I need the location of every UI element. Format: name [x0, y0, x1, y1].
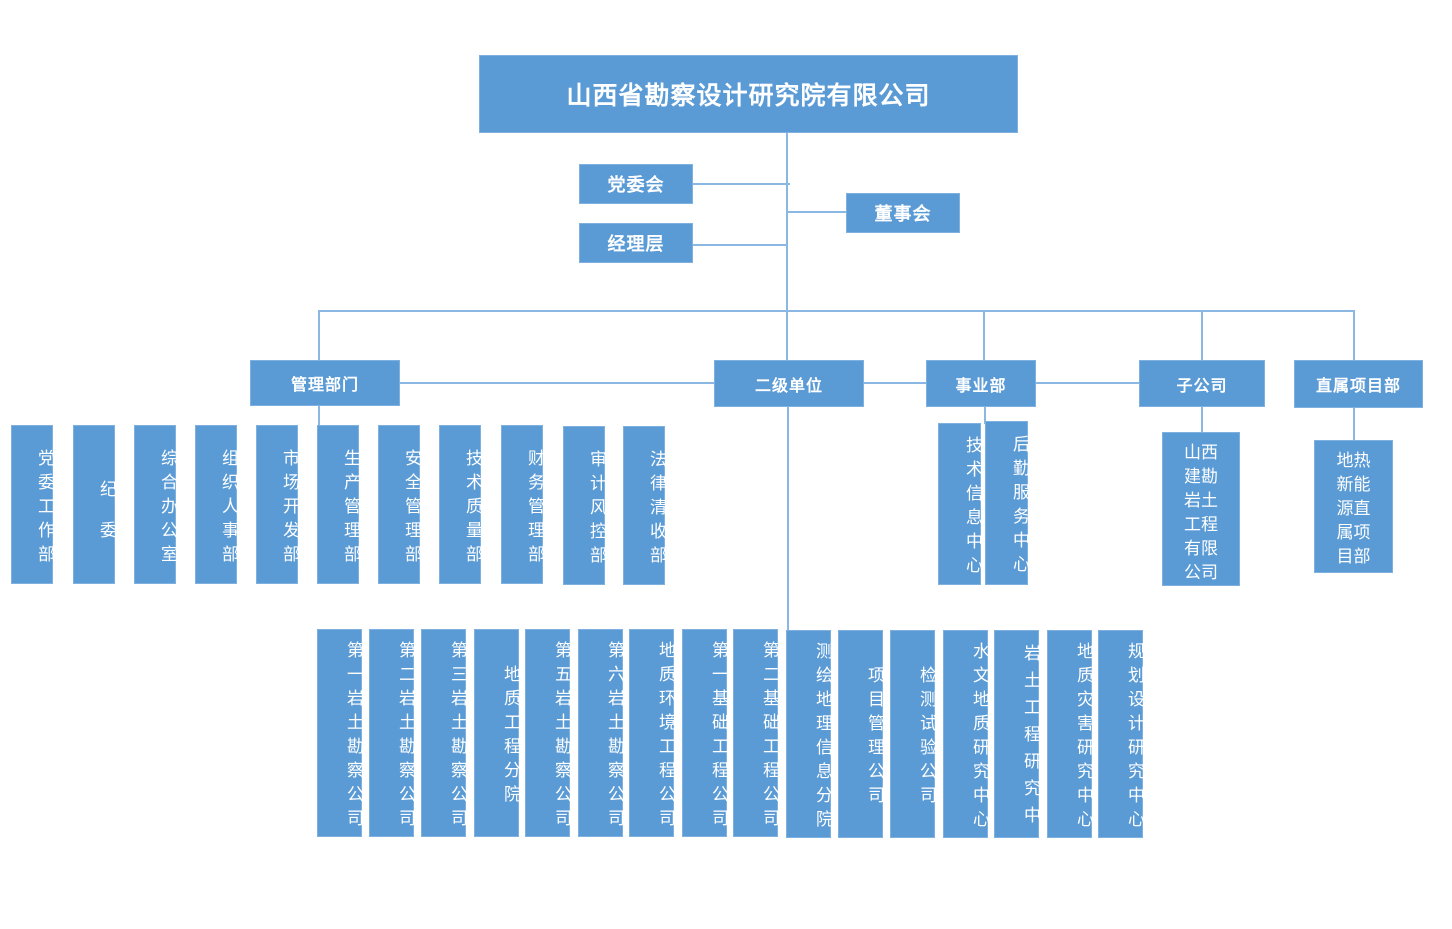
mgmt-dept-label: 财务管理部 [524, 448, 544, 569]
category-label: 直属项目部 [1315, 376, 1401, 395]
secondary-unit-label: 规划设计研究中心 [1124, 642, 1144, 834]
secondary-child-line [787, 406, 789, 630]
board-box[interactable]: 董事会 [846, 193, 960, 233]
secondary-unit-label: 地质工程分院 [500, 665, 520, 809]
mgmt-dept-box[interactable]: 生产管理部 [317, 425, 360, 584]
secondary-unit-label: 水文地质研究中心 [969, 642, 989, 834]
secondary-unit-label: 第二基础工程公司 [759, 641, 779, 833]
secondary-unit-label: 第三岩土勘察公司 [447, 641, 467, 833]
mgmt-dept-label: 审计风控部 [586, 449, 606, 570]
mgmt-dept-box[interactable]: 财务管理部 [501, 425, 544, 584]
category-subsidiaries[interactable]: 子公司 [1139, 360, 1265, 407]
secondary-unit-label: 地质环境工程公司 [655, 641, 675, 833]
secondary-unit-box[interactable]: 地质工程分院 [474, 629, 520, 837]
category-direct-projects[interactable]: 直属项目部 [1294, 360, 1423, 408]
category-label: 二级单位 [754, 375, 823, 395]
secondary-unit-label: 第一基础工程公司 [708, 641, 728, 833]
secondary-unit-box[interactable]: 地质灾害研究中心 [1047, 630, 1093, 838]
party-connector [693, 183, 790, 185]
secondary-unit-label: 地质灾害研究中心 [1073, 642, 1093, 834]
mgmt-dept-label: 党委工作部 [34, 448, 54, 569]
category-bus-line [318, 310, 1355, 312]
mgmt-dept-label: 综合办公室 [157, 448, 177, 569]
mgmt-dept-label: 纪委 [96, 479, 116, 562]
trunk-line [786, 132, 788, 360]
category-business-units[interactable]: 事业部 [926, 360, 1036, 407]
direct-project-label: 地热 新能 源直 属项 目部 [1336, 451, 1371, 567]
mgmt-dept-label: 组织人事部 [218, 448, 238, 569]
subsidiary-drop-line [1201, 310, 1203, 360]
business-drop-line [983, 310, 985, 360]
secondary-unit-label: 第五岩土勘察公司 [551, 641, 571, 833]
secondary-unit-label: 检测试验公司 [916, 666, 936, 810]
mgmt-dept-box[interactable]: 综合办公室 [134, 425, 177, 584]
mgmt-dept-label: 市场开发部 [279, 448, 299, 569]
subsidiary-child-line [1201, 406, 1203, 434]
mgmt-child-line [318, 406, 320, 426]
direct-child-line [1353, 406, 1355, 442]
mgmt-dept-box[interactable]: 党委工作部 [11, 425, 54, 584]
secondary-unit-label: 项目管理公司 [864, 666, 884, 810]
secondary-unit-box[interactable]: 项目管理公司 [838, 630, 884, 838]
root-company-label: 山西省勘察设计研究院有限公司 [566, 81, 931, 110]
secondary-unit-box[interactable]: 岩土工程研究中 [994, 630, 1040, 838]
secondary-unit-label: 第二岩土勘察公司 [395, 641, 415, 833]
category-secondary-units[interactable]: 二级单位 [714, 360, 864, 407]
secondary-unit-box[interactable]: 地质环境工程公司 [629, 629, 675, 837]
secondary-unit-box[interactable]: 第二基础工程公司 [733, 629, 779, 837]
category-label: 子公司 [1176, 375, 1228, 395]
business-unit-box[interactable]: 后勤服务中心 [985, 421, 1029, 585]
mgmt-dept-label: 安全管理部 [401, 448, 421, 569]
mgmt-dept-box[interactable]: 技术质量部 [439, 425, 482, 584]
secondary-unit-label: 第六岩土勘察公司 [604, 641, 624, 833]
secondary-unit-box[interactable]: 第六岩土勘察公司 [578, 629, 624, 837]
secondary-unit-box[interactable]: 检测试验公司 [890, 630, 936, 838]
mgmt-drop-line [318, 310, 320, 360]
mgmt-dept-box[interactable]: 纪委 [73, 425, 116, 584]
business-unit-box[interactable]: 技术信息中心 [938, 423, 982, 585]
mgmt-dept-box[interactable]: 法律清收部 [623, 426, 666, 585]
mgmt-dept-label: 法律清收部 [646, 449, 666, 570]
secondary-unit-box[interactable]: 水文地质研究中心 [943, 630, 989, 838]
secondary-unit-box[interactable]: 规划设计研究中心 [1098, 630, 1144, 838]
category-label: 管理部门 [290, 375, 359, 394]
mgmt-dept-box[interactable]: 市场开发部 [256, 425, 299, 584]
business-unit-label: 技术信息中心 [962, 436, 982, 580]
direct-project-box[interactable]: 地热 新能 源直 属项 目部 [1314, 440, 1393, 573]
mgmt-dept-label: 技术质量部 [462, 448, 482, 569]
secondary-unit-label: 测绘地理信息分院 [812, 642, 832, 834]
party-committee-box[interactable]: 党委会 [579, 164, 693, 204]
business-child-line [984, 406, 986, 424]
category-management-depts[interactable]: 管理部门 [250, 360, 400, 406]
secondary-unit-box[interactable]: 第二岩土勘察公司 [369, 629, 415, 837]
category-label: 事业部 [955, 375, 1007, 395]
subsidiary-label: 山西 建勘 岩土 工程 有限 公司 [1184, 443, 1218, 583]
mgmt-dept-box[interactable]: 组织人事部 [195, 425, 238, 584]
secondary-unit-box[interactable]: 第一基础工程公司 [682, 629, 728, 837]
management-layer-label: 经理层 [607, 234, 665, 255]
board-label: 董事会 [874, 204, 932, 225]
management-connector [693, 244, 788, 246]
secondary-unit-label: 第一岩土勘察公司 [343, 641, 363, 833]
mgmt-dept-box[interactable]: 安全管理部 [378, 425, 421, 584]
mgmt-dept-box[interactable]: 审计风控部 [563, 426, 606, 585]
secondary-unit-box[interactable]: 测绘地理信息分院 [786, 630, 832, 838]
board-connector [787, 211, 847, 213]
subsidiary-box[interactable]: 山西 建勘 岩土 工程 有限 公司 [1162, 432, 1240, 586]
secondary-unit-box[interactable]: 第一岩土勘察公司 [317, 629, 363, 837]
secondary-unit-label: 岩土工程研究中 [1020, 643, 1040, 833]
direct-drop-line [1353, 310, 1355, 360]
secondary-unit-box[interactable]: 第五岩土勘察公司 [525, 629, 571, 837]
mgmt-dept-label: 生产管理部 [340, 448, 360, 569]
party-committee-label: 党委会 [607, 175, 665, 196]
business-unit-label: 后勤服务中心 [1009, 435, 1029, 579]
secondary-unit-box[interactable]: 第三岩土勘察公司 [421, 629, 467, 837]
root-company-box[interactable]: 山西省勘察设计研究院有限公司 [479, 55, 1018, 133]
management-layer-box[interactable]: 经理层 [579, 223, 693, 263]
